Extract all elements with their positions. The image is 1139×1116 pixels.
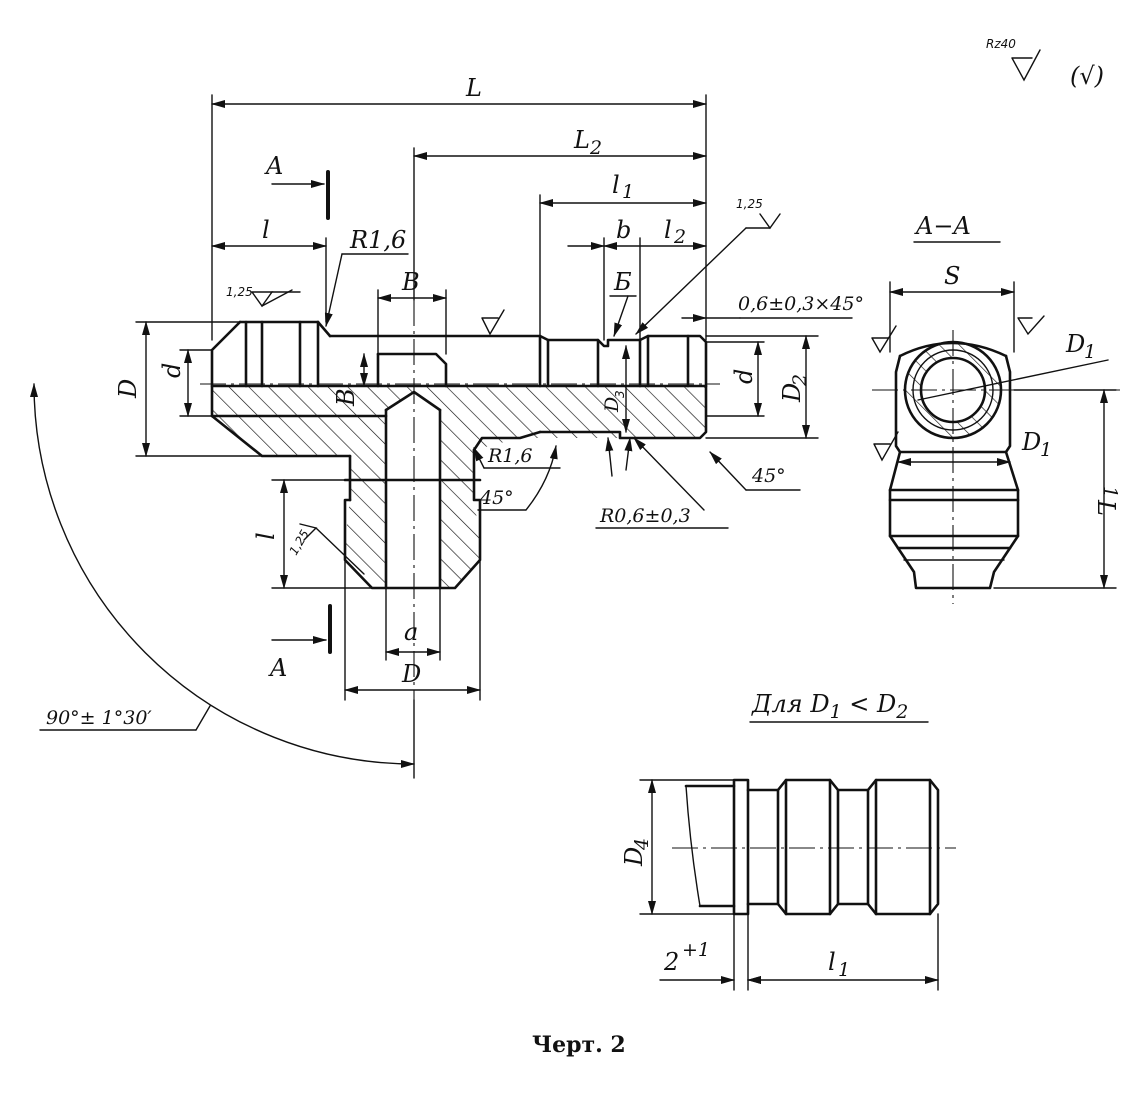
label-45-right: 45° <box>751 465 786 487</box>
label-R06: R0,6±0,3 <box>599 505 691 527</box>
svg-text:1,25: 1,25 <box>736 197 763 211</box>
label-R16-bottom: R1,6 <box>487 445 533 467</box>
angle-90-arc <box>30 383 415 768</box>
section-view: A−A S D 1 D 1 <box>871 212 1121 604</box>
label-L: L <box>465 74 482 102</box>
svg-text:2: 2 <box>789 374 811 387</box>
svg-text:4: 4 <box>631 838 653 851</box>
variant-title: Для D1 < D2 <box>751 690 908 723</box>
label-a: a <box>404 618 418 646</box>
svg-text:1: 1 <box>1084 341 1096 363</box>
label-d-left: d <box>158 363 186 378</box>
label-L1: L <box>1092 499 1120 516</box>
svg-text:1: 1 <box>1040 439 1052 461</box>
svg-text:Rz40: Rz40 <box>986 37 1016 51</box>
label-L2: L <box>573 126 590 154</box>
section-mark-top: A <box>264 152 330 220</box>
label-2-plus: 2 <box>663 948 679 976</box>
label-D3: D <box>601 397 623 413</box>
label-l2: l <box>664 216 672 244</box>
label-l1-variant: l <box>828 948 836 976</box>
figure-caption: Черт. 2 <box>532 1032 626 1058</box>
label-D-left: D <box>114 379 142 399</box>
variant-view: Для D1 < D2 D 4 2 +1 l 1 <box>620 690 956 990</box>
svg-text:1,25: 1,25 <box>286 527 311 557</box>
label-D1-top: D <box>1065 330 1085 358</box>
label-angle-90: 90°± 1°30′ <box>46 707 152 729</box>
section-title: A−A <box>914 212 971 240</box>
label-R16-top: R1,6 <box>349 226 406 254</box>
label-B-side: B <box>332 388 360 407</box>
label-D-bottom: D <box>401 660 421 688</box>
svg-text:+1: +1 <box>682 939 710 961</box>
label-S: S <box>944 262 960 290</box>
label-chamfer: 0,6±0,3×45° <box>738 293 864 315</box>
svg-text:3: 3 <box>613 390 627 398</box>
label-D4: D <box>620 847 648 867</box>
svg-text:1: 1 <box>622 181 634 203</box>
corner-roughness: Rz40 (√) <box>986 37 1104 90</box>
label-D2: D <box>778 383 806 403</box>
svg-text:2: 2 <box>673 226 686 248</box>
label-d-right: d <box>730 369 758 384</box>
roughness-mark-left: 1,25 <box>226 285 301 308</box>
label-B-width: B <box>401 268 420 296</box>
label-l-left: l <box>262 216 270 244</box>
label-l-vert: l <box>252 532 280 540</box>
section-mark-bottom: A <box>268 604 332 682</box>
label-B-cyr: Б <box>613 268 632 296</box>
label-45-left: 45° <box>479 487 514 509</box>
svg-text:1,25: 1,25 <box>226 285 253 299</box>
label-l1: l <box>612 171 620 199</box>
label-b: b <box>616 216 631 244</box>
svg-text:A: A <box>268 654 287 682</box>
svg-text:A: A <box>264 152 283 180</box>
svg-text:1: 1 <box>838 959 850 981</box>
surface-mark-top <box>481 309 505 336</box>
main-dimensions: L L 2 l 1 l b l 2 B R1,6 1,25 <box>30 74 864 768</box>
roughness-mark-right: 1,25 <box>635 197 781 335</box>
svg-text:1: 1 <box>1099 486 1121 498</box>
svg-text:2: 2 <box>589 137 602 159</box>
label-D1-lower: D <box>1021 428 1041 456</box>
corner-parenthesis-mark: (√) <box>1070 62 1104 90</box>
